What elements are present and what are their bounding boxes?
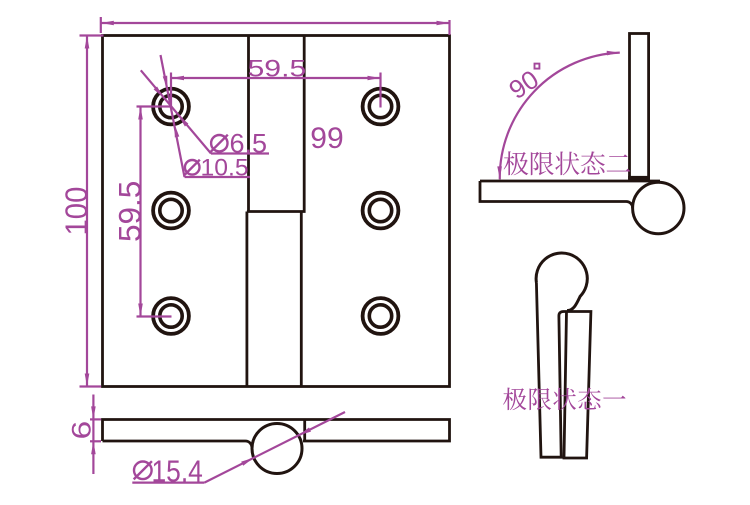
- svg-text:59.5: 59.5: [112, 181, 148, 242]
- svg-text:6: 6: [66, 421, 96, 440]
- svg-text:6.5: 6.5: [230, 129, 268, 159]
- svg-text:99: 99: [310, 122, 343, 155]
- svg-text:15.4: 15.4: [152, 455, 203, 489]
- svg-text:59.5: 59.5: [248, 55, 307, 82]
- svg-text:10.5: 10.5: [201, 155, 249, 182]
- svg-text:100: 100: [59, 187, 94, 236]
